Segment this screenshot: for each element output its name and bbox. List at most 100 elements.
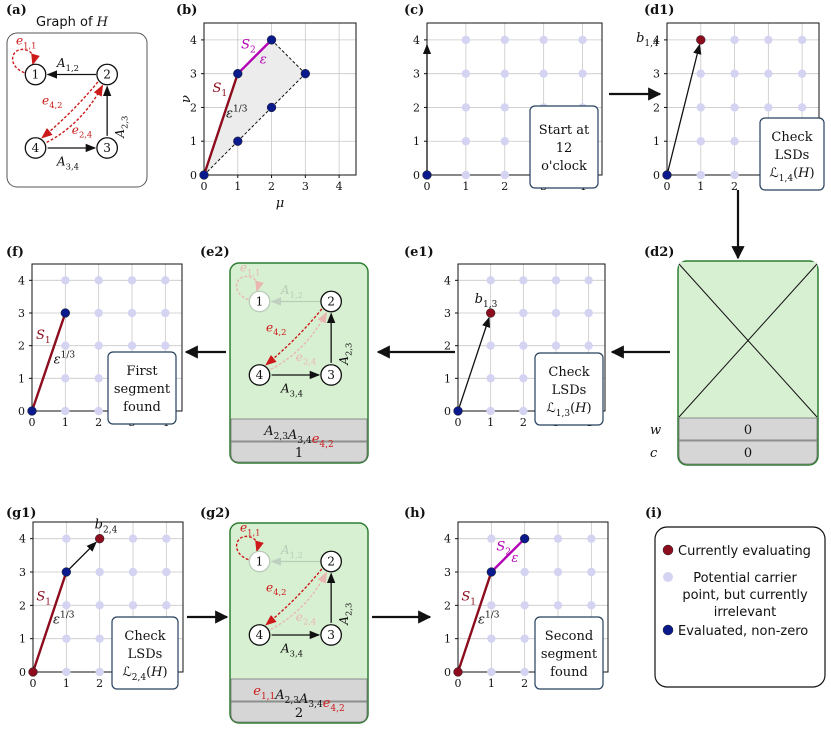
count-bar-e2 [230, 441, 368, 463]
carrier-point [487, 634, 496, 643]
carrier-point [161, 341, 170, 350]
carrier-point [61, 374, 70, 383]
carrier-point [539, 35, 548, 45]
carrier-point [587, 601, 596, 610]
carrier-point [519, 276, 528, 285]
edge-label-e42: e4,2 [42, 93, 62, 110]
tick-label-x: 0 [424, 180, 431, 193]
carrier-point [487, 534, 496, 543]
row-c-bar [678, 440, 818, 465]
tick-label-y: 3 [18, 307, 25, 320]
carrier-point [551, 276, 561, 285]
carrier-point [520, 567, 529, 577]
carrier-point [578, 35, 587, 45]
carrier-point [519, 406, 528, 416]
tick-label-x: 1 [488, 677, 495, 690]
arrow-to-b13 [457, 316, 491, 412]
carrier-point [764, 35, 773, 45]
panel-a-title: Graph of H [36, 15, 109, 30]
carrier-point [62, 634, 71, 643]
carrier-point [94, 341, 103, 350]
plot-frame [203, 22, 357, 176]
tick-label-y: 1 [444, 372, 451, 385]
carrier-point [500, 35, 509, 45]
carrier-point [162, 567, 171, 577]
node-label-2: 2 [327, 295, 335, 309]
word-bar-g2 [230, 678, 368, 702]
node-4 [248, 624, 271, 646]
node-label-1: 1 [256, 295, 264, 309]
arrow-to-b24 [65, 541, 97, 573]
legend-marker-navy [662, 624, 674, 636]
tick-label-x: 0 [201, 180, 208, 193]
legend-marker-dark_red [662, 544, 674, 556]
panel-label-i: (i) [645, 506, 662, 521]
carrier-point [94, 308, 103, 318]
label-S1: S1 [36, 328, 51, 346]
tick-label-y: 0 [444, 405, 451, 418]
label-eps13: ε1/3 [54, 351, 76, 368]
row-c-value: 0 [744, 446, 752, 461]
carrier-point [519, 374, 528, 383]
carrier-point [730, 69, 739, 78]
carrier-point [94, 374, 103, 383]
tick-label-x: 1 [62, 416, 69, 429]
edge-label-e42: e4,2 [266, 580, 286, 597]
tick-label-y: 2 [18, 340, 25, 353]
edge-label-A12: A1,2 [280, 543, 303, 560]
edge-label-A34: A3,4 [56, 155, 79, 172]
segment-S1 [30, 312, 67, 412]
panel-label-c: (c) [404, 3, 424, 18]
tick-label-y: 0 [413, 169, 420, 182]
carrier-point [128, 567, 138, 577]
carrier-point [94, 276, 103, 285]
navy-point [233, 136, 243, 146]
carrier-point [696, 137, 705, 146]
carrier-point [553, 567, 563, 577]
carrier-point [520, 667, 529, 677]
current-point-b24 [95, 534, 105, 544]
polygon-edge [271, 39, 306, 75]
label-S1: S1 [36, 589, 51, 607]
node-1 [248, 550, 271, 573]
node-label-4: 4 [256, 628, 264, 642]
plot-frame [457, 521, 609, 673]
tick-label-y: 3 [413, 68, 420, 81]
box-line: Second [545, 629, 593, 644]
tick-label-x: 0 [455, 677, 462, 690]
node-label-1: 1 [256, 555, 264, 569]
box-line: found [123, 400, 161, 415]
carrier-point [461, 69, 471, 78]
navy-point-origin [27, 406, 37, 416]
navy-point [266, 35, 277, 45]
node-3 [320, 364, 343, 386]
edge-e24 [46, 84, 104, 144]
box-line: Check [548, 365, 589, 380]
tick-label-y: 1 [444, 633, 451, 646]
polygon-edge [271, 73, 306, 108]
count-bar-g2 [230, 701, 368, 723]
panel-label-g1: (g1) [6, 506, 36, 521]
tick-label-x: 2 [95, 416, 102, 429]
edge-e11 [236, 535, 264, 561]
box-line: ℒ2,4(H) [122, 665, 167, 683]
box-frame [111, 616, 179, 690]
carrier-point [539, 69, 548, 78]
edge-e42 [265, 308, 323, 366]
count-e2: 1 [295, 446, 303, 461]
carrier-point [584, 308, 593, 318]
carrier-point [128, 534, 138, 543]
tick-label-y: 1 [18, 372, 25, 385]
flow-arrows-layer [184, 87, 745, 624]
point-origin [28, 667, 38, 677]
arrow-to-b14 [666, 43, 702, 176]
carrier-point [730, 137, 739, 146]
carrier-point [500, 103, 509, 112]
tick-label-x: 2 [268, 180, 275, 193]
row-w-label: w [650, 423, 661, 438]
segment-S1 [202, 73, 239, 176]
